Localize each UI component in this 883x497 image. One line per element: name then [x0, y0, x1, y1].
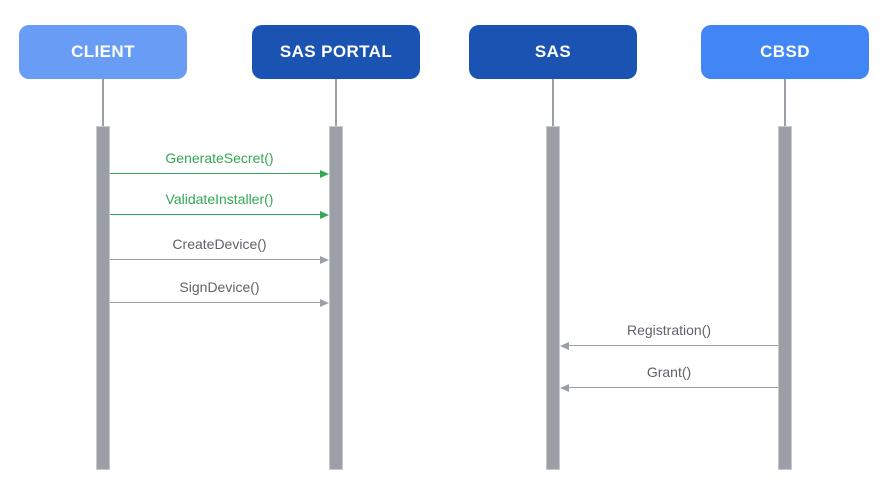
message-label: ValidateInstaller()	[165, 191, 274, 207]
actor-box-sas-portal: SAS PORTAL	[252, 25, 420, 79]
message-line	[110, 259, 322, 260]
message-line	[567, 345, 778, 346]
message-label: CreateDevice()	[172, 236, 267, 252]
message-line	[110, 173, 322, 174]
activation-bar-client	[96, 126, 110, 470]
arrowhead-right-icon	[320, 211, 329, 219]
message-line	[567, 387, 778, 388]
activation-bar-cbsd	[778, 126, 792, 470]
lifeline-cbsd	[784, 79, 786, 126]
activation-bar-sas-portal	[329, 126, 343, 470]
message-label: Registration()	[626, 322, 712, 338]
arrowhead-right-icon	[320, 170, 329, 178]
actor-label-client: CLIENT	[71, 42, 135, 61]
actor-box-client: CLIENT	[19, 25, 187, 79]
actor-label-sas-portal: SAS PORTAL	[279, 42, 393, 61]
actor-box-sas: SAS	[469, 25, 637, 79]
arrowhead-right-icon	[320, 256, 329, 264]
message-label: GenerateSecret()	[165, 150, 274, 166]
actor-label-sas: SAS	[534, 42, 572, 61]
lifeline-sas	[552, 79, 554, 126]
arrowhead-left-icon	[560, 342, 569, 350]
message-line	[110, 214, 322, 215]
activation-bar-sas	[546, 126, 560, 470]
actor-label-cbsd: CBSD	[760, 42, 810, 61]
message-line	[110, 302, 322, 303]
lifeline-client	[102, 79, 104, 126]
message-label: SignDevice()	[179, 279, 260, 295]
actor-box-cbsd: CBSD	[701, 25, 869, 79]
arrowhead-left-icon	[560, 384, 569, 392]
arrowhead-right-icon	[320, 299, 329, 307]
message-label: Grant()	[646, 364, 692, 380]
lifeline-sas-portal	[335, 79, 337, 126]
